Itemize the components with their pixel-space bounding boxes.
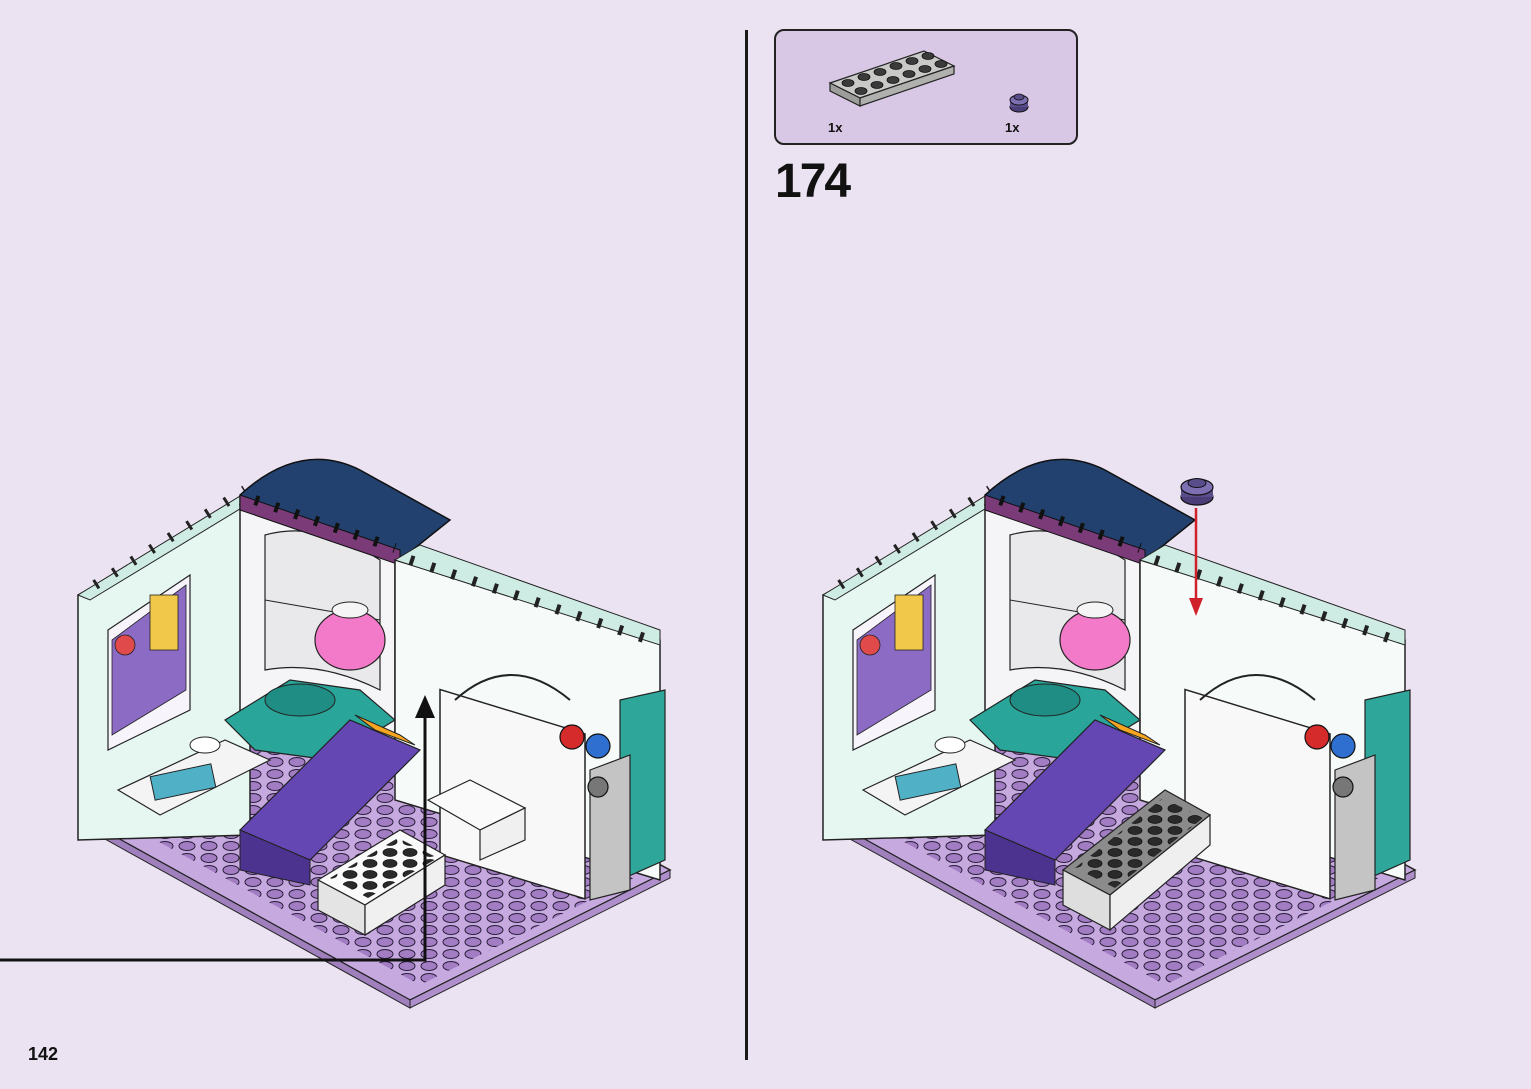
current-step-model xyxy=(823,459,1415,1008)
page-number: 142 xyxy=(28,1044,59,1064)
page-divider xyxy=(745,30,748,1060)
gray-plate-installed xyxy=(1061,789,1212,932)
purple-round-plate-new xyxy=(1180,478,1214,506)
purple-round-plate-icon xyxy=(1009,93,1029,113)
step-number: 174 xyxy=(775,155,851,208)
white-brick xyxy=(426,779,527,861)
parts-callout: 1x 1x xyxy=(774,29,1078,145)
callout-arrow-icon xyxy=(0,695,435,962)
gray-plate-icon xyxy=(828,50,956,107)
part-quantity: 1x xyxy=(1005,120,1020,135)
part-quantity: 1x xyxy=(828,120,843,135)
parts-art xyxy=(828,50,1029,113)
previous-step-model xyxy=(78,459,670,1008)
placement-arrow-icon xyxy=(1189,508,1203,616)
